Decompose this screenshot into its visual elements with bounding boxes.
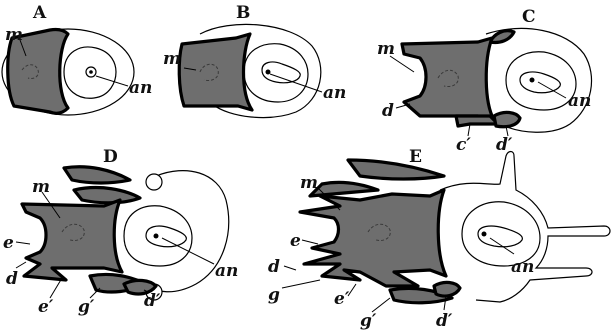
panel-a: A m an [2, 3, 152, 115]
panel-b-label-m: m [163, 49, 181, 69]
panel-d-label-g-prime: g′ [78, 297, 95, 317]
panel-d-label-d-prime: d′ [144, 291, 161, 311]
panel-e-e-leader [302, 240, 318, 244]
panel-d-title: D [103, 147, 118, 167]
panel-c-label-d: d [382, 101, 394, 121]
panel-c-title: C [522, 7, 536, 27]
panel-e-fold-d-prime [434, 282, 460, 296]
panel-e-title: E [409, 147, 422, 167]
panel-b-title: B [236, 3, 250, 23]
panel-d-e-leader [16, 242, 30, 244]
panel-b-mantle [179, 34, 252, 110]
panel-b-label-an: an [323, 83, 346, 103]
panel-b: B m an [163, 3, 346, 118]
panel-a-label-m: m [5, 25, 23, 45]
panel-d-upper-arm-2 [74, 188, 140, 203]
panel-d-e-prime-leader [50, 278, 62, 298]
panel-e-mantle [300, 190, 446, 286]
panel-d-upper-arm-1 [64, 167, 130, 183]
panel-e-anus [482, 232, 487, 237]
panel-d-lobe-top [146, 174, 162, 190]
panel-d: D m e d e′ g′ d′ an [3, 147, 238, 317]
panel-a-label-an: an [129, 78, 152, 98]
panel-e-label-e: e [290, 231, 301, 251]
panel-b-anus [266, 70, 271, 75]
panel-c: C m d c′ d′ an [377, 7, 592, 155]
panel-d-label-an: an [215, 261, 238, 281]
panel-d-label-e: e [3, 233, 14, 253]
panel-e-label-an: an [511, 257, 534, 277]
panel-a-anus-dot [89, 70, 93, 74]
panel-c-mantle [402, 38, 494, 120]
panel-e-g-prime-leader [372, 298, 390, 312]
panel-a-title: A [32, 3, 47, 23]
panel-d-anus [154, 234, 159, 239]
panel-d-label-e-prime: e′ [38, 297, 54, 317]
panel-d-label-d: d [6, 269, 18, 289]
panel-e-label-d: d [268, 257, 280, 277]
panel-c-label-m: m [377, 39, 395, 59]
panel-e-g-leader [282, 280, 320, 288]
panel-c-upper-fold [490, 31, 514, 43]
panel-e-upper-arm-1 [348, 160, 444, 179]
panel-c-label-c-prime: c′ [456, 135, 471, 155]
panel-c-anus [530, 78, 535, 83]
panel-c-fold-c-prime [456, 116, 498, 126]
panel-d-label-m: m [32, 177, 50, 197]
panel-c-fold-d-prime [494, 112, 520, 126]
panel-e-label-d-prime: d′ [436, 311, 453, 331]
panel-c-label-an: an [568, 91, 591, 111]
panel-e-label-g-prime: g′ [360, 311, 377, 331]
panel-e-d-leader [284, 266, 296, 270]
panel-e-label-m: m [300, 173, 318, 193]
panel-e-upper-arm-2 [310, 182, 378, 196]
panel-e-label-e-prime: e′ [334, 289, 350, 309]
panel-d-d-leader [16, 262, 26, 268]
panel-e: E m e d g e′ g′ d′ an [268, 147, 610, 331]
panel-e-label-g: g [268, 285, 280, 305]
